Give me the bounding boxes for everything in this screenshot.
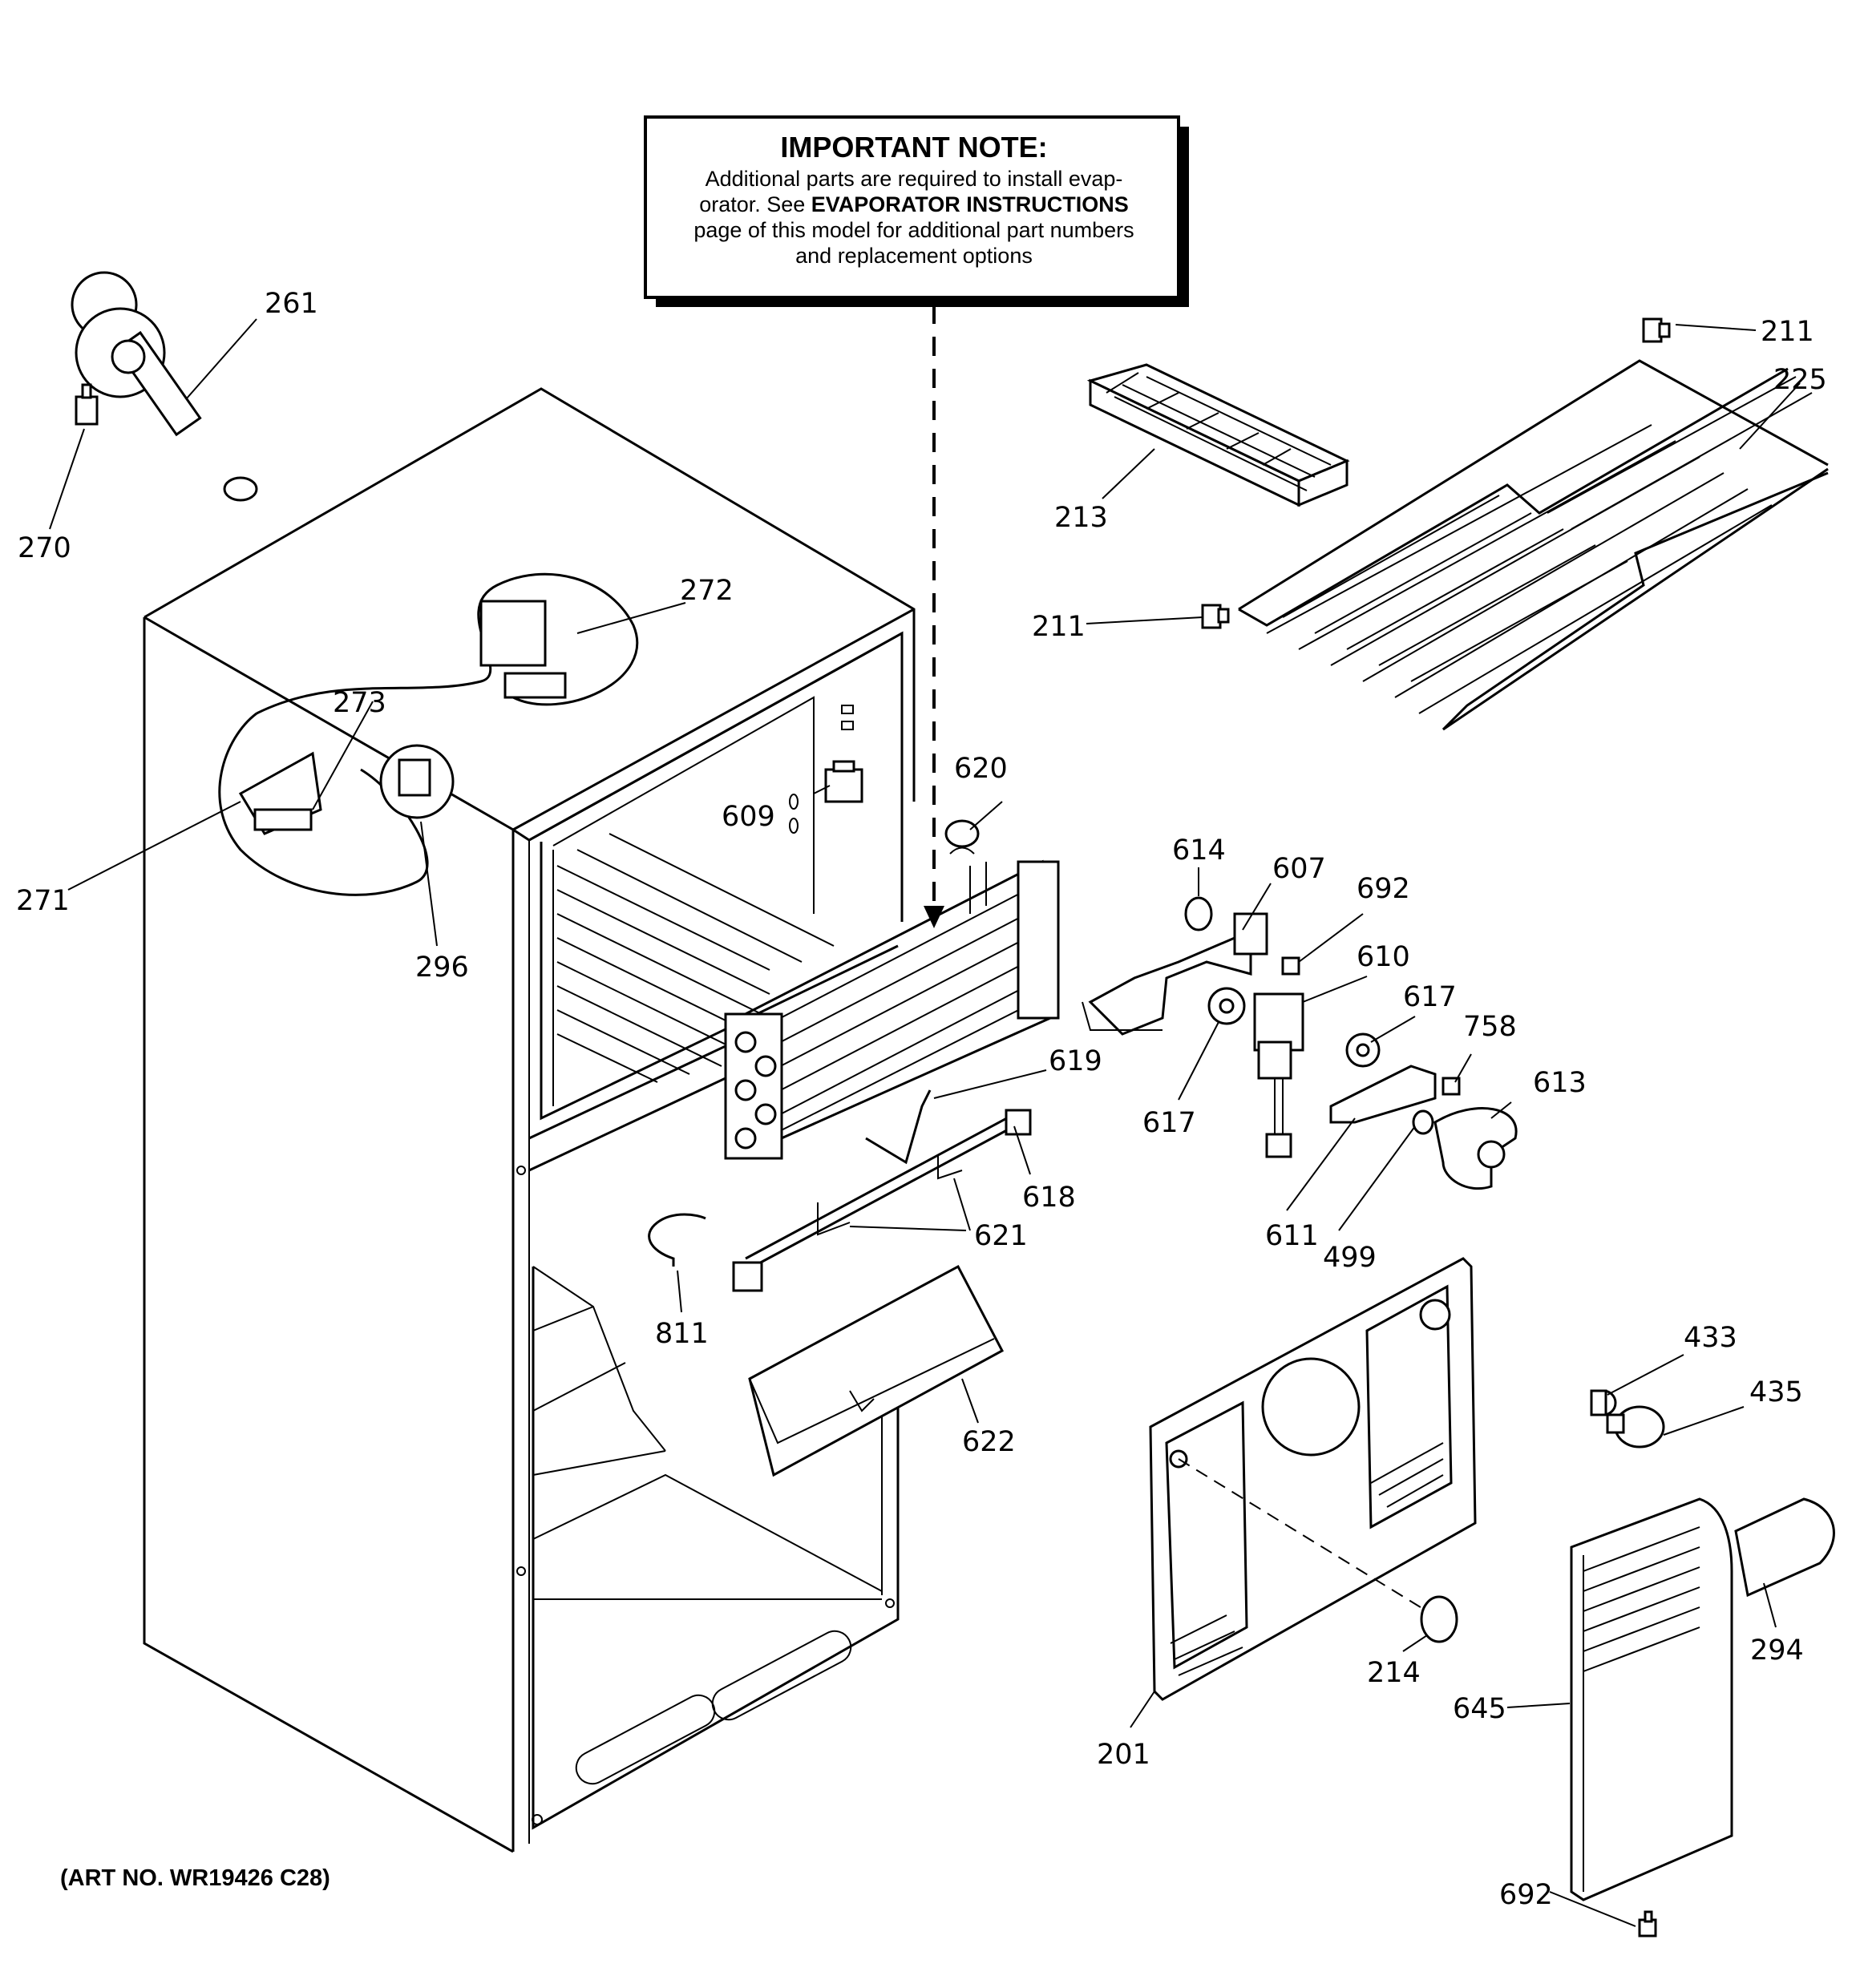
note-line-3: page of this model for additional part n…	[693, 218, 1134, 242]
part-211-shelf-stud-left	[1201, 604, 1230, 629]
leader-lines	[49, 318, 1801, 1927]
part-296-bracket	[379, 744, 455, 819]
part-613-fan-blade	[1433, 1107, 1518, 1190]
note-line-2: orator. See EVAPORATOR INSTRUCTIONS	[699, 192, 1129, 216]
note-line-1: Additional parts are required to install…	[706, 167, 1123, 191]
part-609-control	[824, 760, 863, 803]
callout-618: 618	[1022, 1182, 1076, 1214]
part-622-drain-trough	[748, 1264, 1005, 1477]
callout-296: 296	[415, 952, 469, 984]
part-645-light-shield	[1570, 1497, 1733, 1901]
part-617-right	[1345, 1032, 1381, 1068]
evaporator-assembly	[724, 859, 1060, 1160]
callout-261: 261	[265, 288, 318, 320]
part-433-socket	[1590, 1389, 1617, 1416]
part-225-wire-shelf	[1238, 359, 1829, 731]
callout-499: 499	[1323, 1242, 1377, 1274]
callout-211-top: 211	[1761, 316, 1814, 348]
part-607-bracket	[1082, 912, 1268, 1036]
callout-433: 433	[1684, 1322, 1737, 1354]
callout-617-left: 617	[1142, 1107, 1196, 1139]
part-618-defrost-heater	[732, 1109, 1032, 1292]
part-270-screw	[75, 383, 99, 426]
note-line-2a: orator. See	[699, 192, 811, 216]
part-294-cover	[1734, 1497, 1835, 1598]
callout-758: 758	[1463, 1011, 1517, 1043]
callout-620: 620	[954, 753, 1008, 785]
part-201-evaporator-cover	[1149, 1257, 1477, 1701]
part-214-plug	[1420, 1595, 1458, 1643]
callout-611: 611	[1265, 1220, 1319, 1252]
note-line-2b: EVAPORATOR INSTRUCTIONS	[811, 192, 1129, 216]
callout-609: 609	[722, 801, 775, 833]
callout-607: 607	[1272, 853, 1326, 885]
part-499-nut	[1412, 1109, 1434, 1135]
callout-270: 270	[18, 532, 71, 564]
part-435-bulb	[1606, 1405, 1665, 1449]
part-617-left	[1207, 987, 1246, 1025]
callout-225: 225	[1773, 364, 1827, 396]
callout-614: 614	[1172, 834, 1226, 867]
part-261-fill-tube	[71, 271, 258, 502]
callout-645: 645	[1453, 1693, 1506, 1725]
callout-621: 621	[974, 1220, 1028, 1252]
callout-213: 213	[1054, 502, 1108, 534]
part-692-screw-lower	[1638, 1910, 1657, 1937]
tubing-assembly	[218, 572, 639, 896]
part-610-fan-motor	[1253, 992, 1304, 1158]
callout-617-right: 617	[1403, 981, 1457, 1013]
callout-692-upper: 692	[1357, 873, 1410, 905]
callout-811: 811	[655, 1318, 709, 1350]
callout-294: 294	[1750, 1634, 1804, 1667]
callout-211-left: 211	[1032, 611, 1086, 643]
callout-619: 619	[1049, 1045, 1102, 1077]
part-811-clamp	[648, 1221, 675, 1267]
note-line-4: and replacement options	[795, 244, 1033, 268]
callout-273: 273	[333, 687, 386, 719]
part-611-motor-bracket	[1329, 1065, 1437, 1124]
callout-435: 435	[1749, 1376, 1803, 1408]
callout-613: 613	[1533, 1067, 1587, 1099]
note-title: IMPORTANT NOTE:	[780, 131, 1047, 164]
callout-692-lower: 692	[1499, 1879, 1553, 1911]
part-811-clamp-top	[657, 1213, 706, 1224]
callout-610: 610	[1357, 941, 1410, 973]
part-211-shelf-stud-top	[1642, 317, 1671, 343]
part-620-cap	[944, 819, 980, 855]
part-213-ice-tray	[1086, 363, 1350, 507]
part-692-screw-upper	[1281, 956, 1300, 976]
callout-214: 214	[1367, 1657, 1421, 1689]
callout-labels: 261 270 272 273 271 296 609 620 211 225 …	[16, 288, 1827, 1911]
callout-272: 272	[680, 575, 734, 607]
callout-271: 271	[16, 885, 70, 917]
art-number: (ART NO. WR19426 C28)	[60, 1865, 330, 1891]
part-614-grommet	[1184, 896, 1213, 931]
callout-201: 201	[1097, 1739, 1150, 1771]
important-note-box: IMPORTANT NOTE: Additional parts are req…	[644, 115, 1189, 307]
part-619-clip	[865, 1089, 932, 1165]
callout-622: 622	[962, 1426, 1016, 1458]
